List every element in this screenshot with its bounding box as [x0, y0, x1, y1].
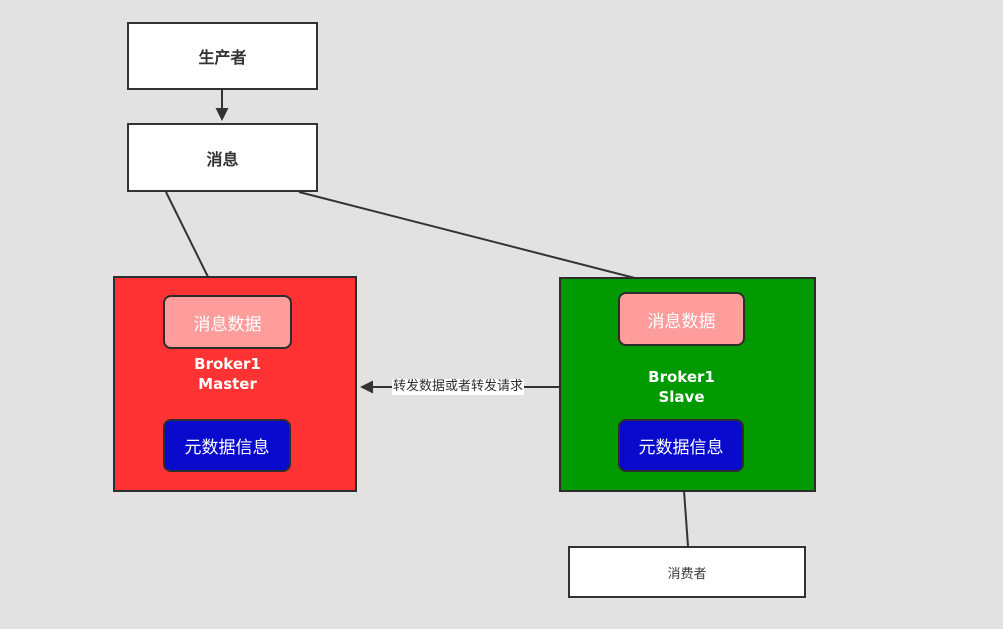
edge-message-to-master [165, 191, 215, 291]
master-metadata-node: 元数据信息 [163, 419, 291, 472]
message-label: 消息 [206, 149, 239, 169]
broker-slave-title-line1: Broker1 [648, 368, 715, 386]
consumer-label: 消费者 [667, 566, 707, 582]
master-message-data-label: 消息数据 [193, 314, 262, 335]
master-metadata-label: 元数据信息 [184, 438, 270, 458]
edge-message-to-slave [298, 191, 672, 291]
slave-metadata-node: 元数据信息 [618, 419, 744, 472]
master-message-data-node: 消息数据 [163, 295, 292, 349]
slave-message-data-node: 消息数据 [618, 292, 745, 346]
consumer-node: 消费者 [568, 546, 806, 598]
slave-metadata-label: 元数据信息 [638, 438, 724, 458]
producer-node: 生产者 [127, 22, 318, 90]
broker-master-title-line2: Master [198, 375, 257, 393]
broker-slave-title-line2: Slave [658, 388, 705, 406]
forward-edge-label: 转发数据或者转发请求 [391, 379, 525, 395]
producer-label: 生产者 [198, 48, 247, 67]
broker-master-title-line1: Broker1 [194, 355, 261, 373]
slave-message-data-label: 消息数据 [647, 311, 716, 332]
message-node: 消息 [127, 123, 318, 192]
